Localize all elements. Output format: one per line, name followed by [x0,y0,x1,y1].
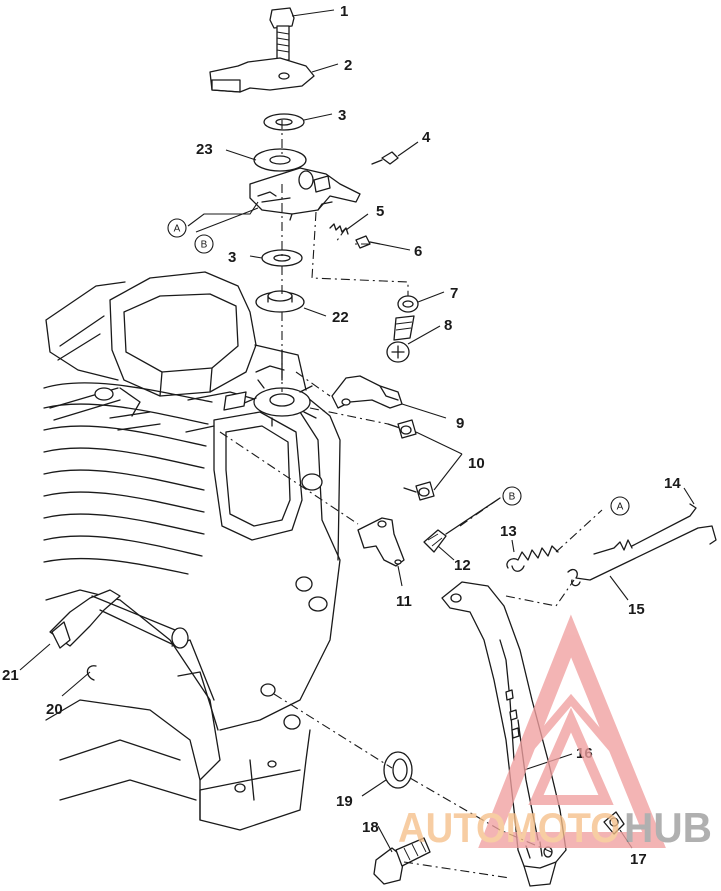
ref-marker-a-right: A [610,496,630,516]
washer-part-19 [383,751,413,789]
sleeve-part-12 [423,497,501,553]
callout-11: 11 [396,593,412,610]
washer-part-3-lower [261,249,303,267]
reference-markers: A B B A [167,218,630,516]
bolt-part-10-upper [387,419,417,439]
callout-10: 10 [468,455,485,472]
spring-part-13 [506,545,559,572]
rod-part-15 [567,525,717,587]
callout-3-lower: 3 [228,249,236,266]
callout-18: 18 [362,819,379,836]
ref-marker-b-right: B [502,486,522,506]
bracket-part-9 [331,375,403,409]
callout-22: 22 [332,309,349,326]
spring-part-14 [593,503,697,555]
bolt-part-1 [269,7,295,61]
callout-2: 2 [344,57,352,74]
lower-parts [373,751,431,885]
bolt-part-8 [386,315,415,363]
washer-part-22 [255,290,305,313]
callout-17: 17 [630,851,647,868]
callout-20: 20 [46,701,63,718]
callout-3-upper: 3 [338,107,346,124]
callout-labels: 1 2 3 23 4 5 6 3 7 22 8 9 10 11 12 13 14… [2,3,681,868]
watermark: AUTOMOTO HUB [398,614,712,851]
plate-part-2 [209,57,315,93]
callout-12: 12 [454,557,471,574]
engine-block [43,271,341,831]
governor-shaft [223,349,317,427]
svg-text:B: B [509,492,516,503]
nut-part-7 [397,295,419,313]
callout-13: 13 [500,523,517,540]
svg-text:A: A [617,502,624,513]
watermark-text-hub: HUB [624,804,712,851]
pin-part-6 [355,235,381,249]
watermark-logo-icon [478,614,666,848]
callout-19: 19 [336,793,353,810]
callout-1: 1 [340,3,348,20]
callout-7: 7 [450,285,458,302]
upper-governor-assembly [209,7,419,427]
callout-23: 23 [196,141,213,158]
watermark-text-automoto: AUTOMOTO [398,804,620,851]
ref-marker-b-left: B [194,234,214,254]
callout-15: 15 [628,601,645,618]
callout-9: 9 [456,415,464,432]
clip-part-17 [603,811,625,835]
ref-marker-a-left: A [167,218,187,238]
leader-lines [19,9,695,853]
bracket-part-11 [357,517,405,567]
callout-21: 21 [2,667,19,684]
callout-14: 14 [664,475,681,492]
control-bracket-part-23 [249,148,361,221]
callout-5: 5 [376,203,384,220]
screw-part-4 [371,151,399,165]
callout-8: 8 [444,317,452,334]
mid-assembly [331,375,501,567]
callout-6: 6 [414,243,422,260]
washer-part-3-upper [263,113,305,131]
callout-4: 4 [422,129,431,146]
svg-text:A: A [174,224,181,235]
bolt-part-18 [373,837,431,885]
bolt-part-10-lower [403,481,435,501]
svg-text:B: B [201,240,208,251]
